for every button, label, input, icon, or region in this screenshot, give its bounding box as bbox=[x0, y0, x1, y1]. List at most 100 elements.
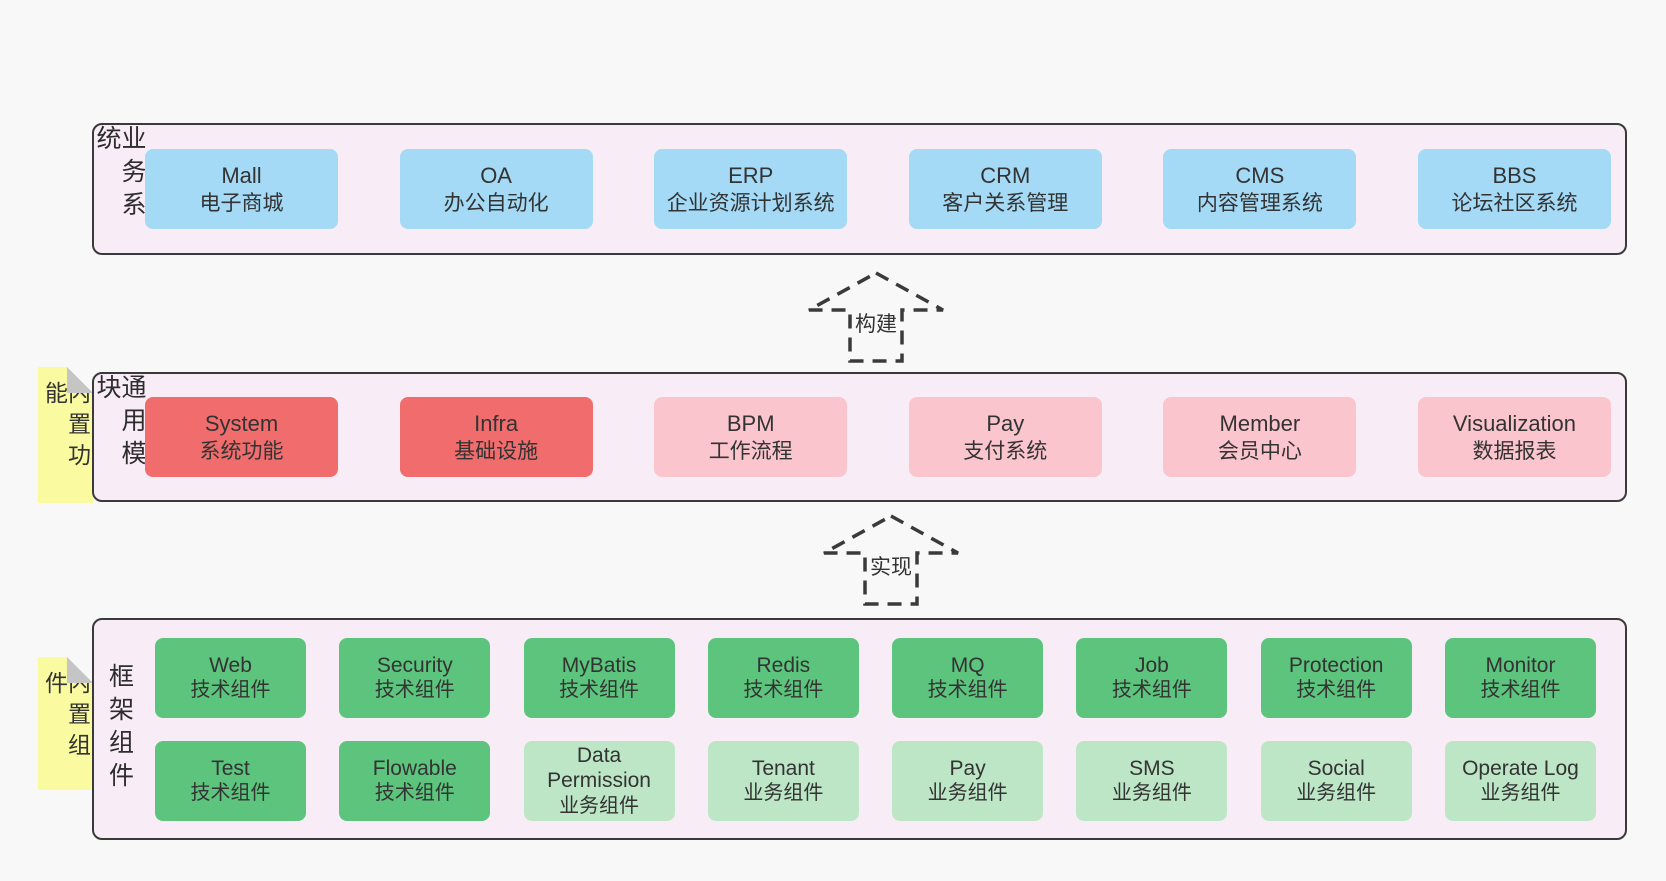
box-mybatis: MyBatis 技术组件 bbox=[523, 637, 675, 718]
up-block-arrow-icon bbox=[808, 271, 944, 363]
band-common-modules: 通用模块 System 系统功能 Infra 基础设施 BPM 工作流程 Pay… bbox=[92, 372, 1627, 502]
box-title: Redis bbox=[756, 653, 811, 677]
box-title: MyBatis bbox=[561, 653, 637, 677]
build-arrow: 构建 bbox=[806, 270, 946, 364]
box-infra: Infra 基础设施 bbox=[399, 397, 593, 477]
box-subtitle: 技术组件 bbox=[1480, 679, 1561, 702]
implement-arrow: 实现 bbox=[821, 513, 961, 607]
box-title: Visualization bbox=[1452, 410, 1577, 436]
box-oa: OA 办公自动化 bbox=[399, 149, 593, 229]
box-redis: Redis 技术组件 bbox=[707, 637, 859, 718]
box-title: Security bbox=[376, 653, 453, 677]
box-subtitle: 技术组件 bbox=[190, 782, 271, 805]
box-title: SMS bbox=[1129, 756, 1175, 780]
box-title: Operate Log bbox=[1462, 756, 1579, 780]
band-label: 业务系统 bbox=[93, 125, 146, 224]
box-title: Protection bbox=[1288, 653, 1384, 677]
box-subtitle: 业务组件 bbox=[1111, 782, 1192, 805]
box-erp: ERP 企业资源计划系统 bbox=[654, 149, 848, 229]
box-bpm: BPM 工作流程 bbox=[654, 397, 848, 477]
box-crm: CRM 客户关系管理 bbox=[908, 149, 1102, 229]
box-mq: MQ 技术组件 bbox=[892, 637, 1044, 718]
build-arrow-label: 构建 bbox=[852, 308, 900, 338]
box-subtitle: 企业资源计划系统 bbox=[666, 191, 835, 215]
implement-arrow-label: 实现 bbox=[867, 551, 915, 581]
box-sms: SMS 业务组件 bbox=[1076, 740, 1228, 821]
box-title: Social bbox=[1307, 756, 1365, 780]
sticky-note-label: 内置功能 bbox=[41, 381, 91, 474]
box-bbs: BBS 论坛社区系统 bbox=[1417, 149, 1611, 229]
box-title: OA bbox=[480, 162, 512, 188]
box-system: System 系统功能 bbox=[145, 397, 338, 477]
box-subtitle: 技术组件 bbox=[1111, 679, 1192, 702]
box-title: CMS bbox=[1235, 162, 1285, 188]
box-title: MQ bbox=[950, 653, 985, 677]
box-pay-component: Pay 业务组件 bbox=[892, 740, 1044, 821]
box-subtitle: 系统功能 bbox=[199, 439, 284, 463]
box-web: Web 技术组件 bbox=[155, 637, 306, 718]
box-title: ERP bbox=[728, 162, 774, 188]
box-tenant: Tenant 业务组件 bbox=[707, 740, 859, 821]
box-job: Job 技术组件 bbox=[1076, 637, 1228, 718]
box-subtitle: 业务组件 bbox=[927, 782, 1008, 805]
box-subtitle: 内容管理系统 bbox=[1196, 191, 1323, 215]
up-block-arrow-icon bbox=[823, 514, 959, 606]
box-subtitle: 办公自动化 bbox=[443, 191, 549, 215]
box-subtitle: 业务组件 bbox=[1296, 782, 1377, 805]
band-row: Mall 电子商城 OA 办公自动化 ERP 企业资源计划系统 CRM 客户关系… bbox=[145, 149, 1611, 229]
box-title: Member bbox=[1219, 410, 1301, 436]
box-cms: CMS 内容管理系统 bbox=[1163, 149, 1357, 229]
box-title: BBS bbox=[1492, 162, 1537, 188]
box-subtitle: 业务组件 bbox=[1480, 782, 1561, 805]
box-title: Pay bbox=[949, 756, 986, 780]
box-subtitle: 基础设施 bbox=[454, 439, 539, 463]
box-title: Test bbox=[211, 756, 250, 780]
box-monitor: Monitor 技术组件 bbox=[1444, 637, 1596, 718]
box-test: Test 技术组件 bbox=[155, 740, 306, 821]
box-subtitle: 技术组件 bbox=[559, 679, 640, 702]
box-subtitle: 业务组件 bbox=[743, 782, 824, 805]
box-subtitle: 技术组件 bbox=[1296, 679, 1377, 702]
band-row: Test 技术组件 Flowable 技术组件 Data Permission … bbox=[155, 740, 1596, 821]
box-subtitle: 支付系统 bbox=[963, 439, 1048, 463]
box-subtitle: 业务组件 bbox=[559, 794, 640, 817]
box-title: CRM bbox=[980, 162, 1031, 188]
band-label: 通用模块 bbox=[93, 374, 146, 473]
box-title: Infra bbox=[474, 410, 519, 436]
band-label: 框架组件 bbox=[105, 663, 134, 795]
band-business-systems: 业务系统 Mall 电子商城 OA 办公自动化 ERP 企业资源计划系统 CRM… bbox=[92, 123, 1627, 255]
band-framework-components: 框架组件 Web 技术组件 Security 技术组件 MyBatis 技术组件… bbox=[92, 618, 1627, 840]
box-subtitle: 技术组件 bbox=[190, 679, 271, 702]
box-title: Tenant bbox=[751, 756, 815, 780]
box-flowable: Flowable 技术组件 bbox=[339, 740, 491, 821]
band-row: Web 技术组件 Security 技术组件 MyBatis 技术组件 Redi… bbox=[155, 637, 1596, 718]
box-subtitle: 客户关系管理 bbox=[942, 191, 1069, 215]
box-title: Mall bbox=[221, 162, 262, 188]
box-title: Data Permission bbox=[547, 743, 651, 793]
box-subtitle: 会员中心 bbox=[1217, 439, 1302, 463]
box-title: Monitor bbox=[1485, 653, 1556, 677]
box-subtitle: 技术组件 bbox=[374, 679, 455, 702]
box-visualization: Visualization 数据报表 bbox=[1417, 397, 1611, 477]
box-pay: Pay 支付系统 bbox=[908, 397, 1102, 477]
box-title: BPM bbox=[726, 410, 775, 436]
box-subtitle: 技术组件 bbox=[743, 679, 824, 702]
box-subtitle: 电子商城 bbox=[199, 191, 284, 215]
box-social: Social 业务组件 bbox=[1260, 740, 1412, 821]
box-protection: Protection 技术组件 bbox=[1260, 637, 1412, 718]
box-operate-log: Operate Log 业务组件 bbox=[1444, 740, 1596, 821]
box-subtitle: 数据报表 bbox=[1472, 439, 1557, 463]
sticky-note-built-in-features: 内置功能 bbox=[38, 367, 93, 503]
box-subtitle: 技术组件 bbox=[374, 782, 455, 805]
sticky-note-label: 内置组件 bbox=[41, 671, 91, 764]
box-security: Security 技术组件 bbox=[339, 637, 491, 718]
box-data-permission: Data Permission 业务组件 bbox=[523, 740, 675, 821]
box-title: System bbox=[204, 410, 279, 436]
box-member: Member 会员中心 bbox=[1163, 397, 1357, 477]
box-mall: Mall 电子商城 bbox=[145, 149, 338, 229]
box-title: Pay bbox=[986, 410, 1025, 436]
box-subtitle: 论坛社区系统 bbox=[1451, 191, 1578, 215]
box-title: Flowable bbox=[372, 756, 457, 780]
sticky-note-built-in-components: 内置组件 bbox=[38, 657, 93, 790]
